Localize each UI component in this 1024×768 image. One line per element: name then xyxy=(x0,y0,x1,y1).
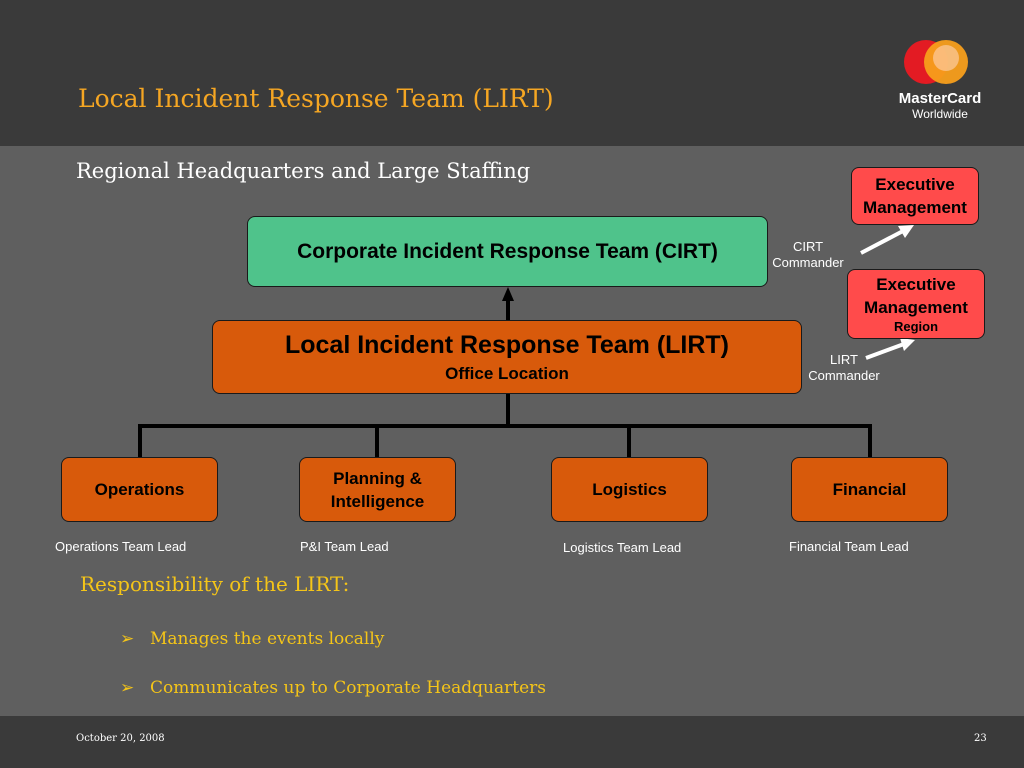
lirt-commander-line1: LIRT xyxy=(830,352,858,367)
logo-tagline-text: Worldwide xyxy=(912,107,968,121)
lirt-label: Local Incident Response Team (LIRT) xyxy=(284,330,730,359)
branch-horizontal-line xyxy=(138,424,872,428)
unit-label-line2: Intelligence xyxy=(330,491,425,511)
bullet-text: Manages the events locally xyxy=(150,629,385,649)
unit-planning-intelligence: Planning & Intelligence xyxy=(299,457,456,522)
bullet-text: Communicates up to Corporate Headquarter… xyxy=(150,678,546,698)
pi-lead-caption: P&I Team Lead xyxy=(300,539,389,554)
responsibility-heading: Responsibility of the LIRT: xyxy=(80,572,350,596)
exec-region-line1: Executive xyxy=(876,275,956,294)
branch-operations xyxy=(138,424,142,457)
lirt-sublabel: Office Location xyxy=(445,363,569,383)
slide-title: Local Incident Response Team (LIRT) xyxy=(78,84,554,113)
unit-operations: Operations xyxy=(61,457,218,522)
executive-management-box: Executive Management xyxy=(851,167,979,225)
bullet-arrow-icon: ➢ xyxy=(120,629,135,649)
cirt-commander-arrow-head xyxy=(898,225,914,238)
unit-label: Logistics xyxy=(592,480,667,499)
logistics-lead-caption: Logistics Team Lead xyxy=(563,540,682,555)
branch-planning xyxy=(375,424,379,457)
cirt-commander-label: CIRT Commander xyxy=(766,239,850,271)
exec-region-line2: Management xyxy=(864,298,968,317)
slide-subtitle: Regional Headquarters and Large Staffing xyxy=(76,159,531,183)
unit-financial: Financial xyxy=(791,457,948,522)
cirt-label: Corporate Incident Response Team (CIRT) xyxy=(297,239,718,263)
exec-region-line3: Region xyxy=(893,319,939,334)
lirt-commander-arrow-line xyxy=(865,342,905,360)
arrow-shaft xyxy=(506,300,510,320)
exec-line1: Executive xyxy=(875,175,955,194)
responsibility-bullet: ➢ Communicates up to Corporate Headquarte… xyxy=(120,678,546,698)
footer-bar xyxy=(0,716,1024,768)
unit-label: Operations xyxy=(94,480,185,499)
unit-label: Financial xyxy=(832,480,907,499)
lirt-commander-line2: Commander xyxy=(808,368,880,383)
mastercard-logo: MasterCard Worldwide xyxy=(899,40,982,121)
unit-label-line1: Planning & xyxy=(333,468,422,488)
branch-logistics xyxy=(627,424,631,457)
bullet-arrow-icon: ➢ xyxy=(120,678,135,698)
page-number: 23 xyxy=(974,733,987,744)
unit-logistics: Logistics xyxy=(551,457,708,522)
header-bar xyxy=(0,0,1024,146)
cirt-box: Corporate Incident Response Team (CIRT) xyxy=(247,216,768,287)
logo-brand-text: MasterCard xyxy=(899,90,982,107)
lirt-commander-arrow-head xyxy=(900,338,915,351)
cirt-commander-line1: CIRT xyxy=(792,239,824,254)
operations-lead-caption: Operations Team Lead xyxy=(55,539,187,554)
up-arrow-head xyxy=(502,287,514,301)
branch-financial xyxy=(868,424,872,457)
executive-management-region-box: Executive Management Region xyxy=(847,269,985,339)
financial-lead-caption: Financial Team Lead xyxy=(789,539,909,554)
footer-date: October 20, 2008 xyxy=(76,733,165,744)
cirt-commander-line2: Commander xyxy=(772,255,844,270)
responsibility-bullet: ➢ Manages the events locally xyxy=(120,629,384,649)
lirt-box: Local Incident Response Team (LIRT) Offi… xyxy=(212,320,802,394)
lirt-commander-label: LIRT Commander xyxy=(802,352,886,384)
exec-line2: Management xyxy=(863,198,967,217)
cirt-commander-arrow-line xyxy=(860,229,904,255)
lirt-stem-line xyxy=(506,394,510,426)
